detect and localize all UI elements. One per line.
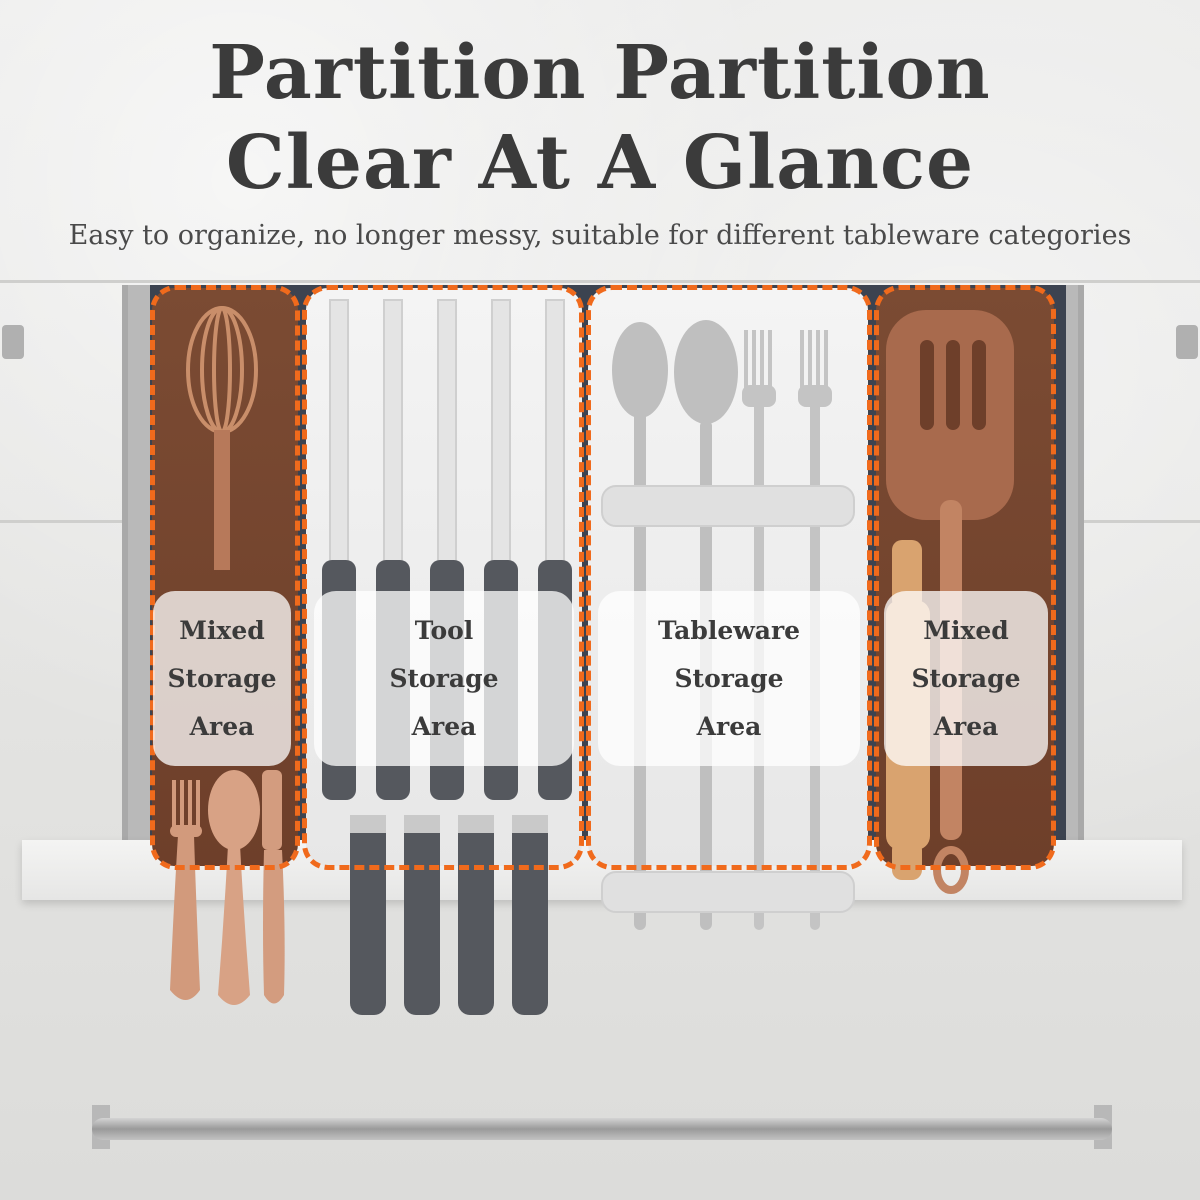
cabinet-knob-icon bbox=[1176, 325, 1198, 359]
tray-slot-row bbox=[601, 485, 855, 913]
area-label-line: Mixed bbox=[923, 615, 1009, 645]
area-label-line: Tableware bbox=[657, 615, 801, 645]
area-label-line: Storage bbox=[911, 663, 1021, 693]
area-label-mixed-right: Mixed Storage Area bbox=[884, 591, 1048, 766]
area-label-tableware: Tableware Storage Area bbox=[598, 591, 860, 766]
cabinet-divider bbox=[0, 280, 1200, 283]
headline: Partition Partition Clear At A Glance bbox=[0, 28, 1200, 208]
knife-icon bbox=[329, 299, 565, 571]
headline-line-1: Partition Partition bbox=[209, 30, 991, 116]
area-outline-mixed-left bbox=[150, 285, 300, 870]
cabinet-knob-icon bbox=[2, 325, 24, 359]
area-label-mixed-left: Mixed Storage Area bbox=[153, 591, 291, 766]
drawer-handle[interactable] bbox=[92, 1118, 1112, 1140]
area-label-line: Tool bbox=[414, 615, 474, 645]
cabinet-divider bbox=[0, 520, 122, 523]
spoon-icon bbox=[612, 320, 738, 930]
area-outline-tableware bbox=[586, 285, 872, 870]
knife-icon bbox=[262, 770, 285, 1004]
knife-bolster-row bbox=[350, 815, 548, 833]
headline-line-2: Clear At A Glance bbox=[225, 120, 975, 206]
area-outline-mixed-right bbox=[874, 285, 1056, 870]
tray-mixed-left bbox=[152, 288, 298, 866]
area-label-line: Storage bbox=[389, 663, 499, 693]
subtitle: Easy to organize, no longer messy, suita… bbox=[68, 220, 1132, 251]
spoon-icon bbox=[208, 770, 260, 1005]
area-label-line: Storage bbox=[167, 663, 277, 693]
area-label-line: Mixed bbox=[179, 615, 265, 645]
whisk-icon bbox=[186, 306, 258, 570]
spatula-slots bbox=[920, 340, 986, 430]
area-outline-tool bbox=[302, 285, 584, 870]
cabinet-divider bbox=[1078, 520, 1200, 523]
area-label-line: Storage bbox=[674, 663, 784, 693]
fork-icon bbox=[170, 780, 202, 1000]
area-label-line: Area bbox=[189, 711, 255, 741]
area-label-line: Area bbox=[696, 711, 762, 741]
area-label-line: Area bbox=[411, 711, 477, 741]
area-label-line: Area bbox=[933, 711, 999, 741]
area-label-tool: Tool Storage Area bbox=[314, 591, 574, 766]
